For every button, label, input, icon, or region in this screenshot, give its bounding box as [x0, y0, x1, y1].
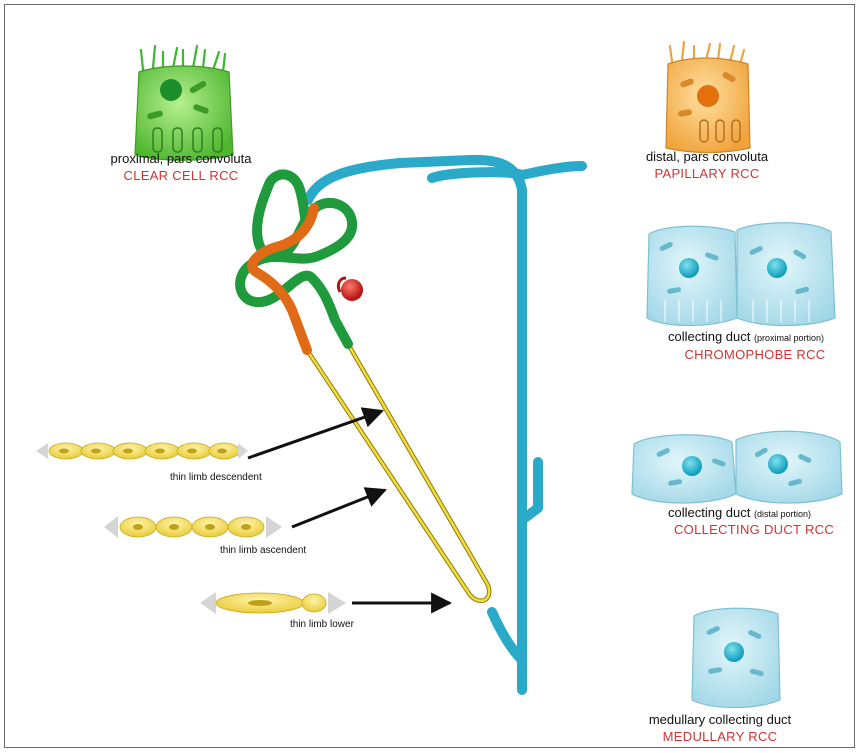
green-epithelial-cell-icon [135, 46, 233, 160]
collecting-proximal-tumor-label: CHROMOPHOBE RCC [660, 348, 850, 363]
distal-segment-label: distal, pars convoluta [612, 150, 802, 165]
proximal-tumor-label: CLEAR CELL RCC [76, 169, 286, 184]
blue-epithelial-cell-icon [692, 608, 780, 707]
collecting-distal-segment-label: collecting duct (distal portion) [668, 506, 811, 521]
pointer-arrows [248, 411, 450, 603]
collecting-distal-name: collecting duct [668, 505, 750, 520]
collecting-distal-qualifier: (distal portion) [754, 509, 811, 519]
loop-of-henle [307, 344, 489, 601]
collecting-proximal-qualifier: (proximal portion) [754, 333, 824, 343]
thin-limb-descendent-cells-icon [36, 443, 248, 459]
collecting-proximal-name: collecting duct [668, 329, 750, 344]
blue-epithelial-cell-pair-icon [647, 223, 835, 326]
collecting-distal-tumor-label: COLLECTING DUCT RCC [654, 523, 854, 538]
proximal-segment-label: proximal, pars convoluta [76, 152, 286, 167]
collecting-proximal-segment-label: collecting duct (proximal portion) [668, 330, 824, 345]
distal-tumor-label: PAPILLARY RCC [612, 167, 802, 182]
thin-limb-lower-cells-icon [200, 592, 346, 614]
thin-limb-descendent-label: thin limb descendent [170, 472, 262, 484]
thin-limb-ascendent-label: thin limb ascendent [220, 545, 306, 557]
orange-epithelial-cell-icon [666, 42, 750, 153]
thin-limb-ascendent-cells-icon [104, 516, 282, 538]
medullary-tumor-label: MEDULLARY RCC [630, 730, 810, 745]
glomerulus [338, 278, 363, 301]
thin-limb-lower-label: thin limb lower [290, 619, 354, 631]
medullary-segment-label: medullary collecting duct [630, 713, 810, 728]
blue-epithelial-cell-pair-icon [632, 431, 842, 503]
arrow-ascendent [292, 490, 385, 527]
